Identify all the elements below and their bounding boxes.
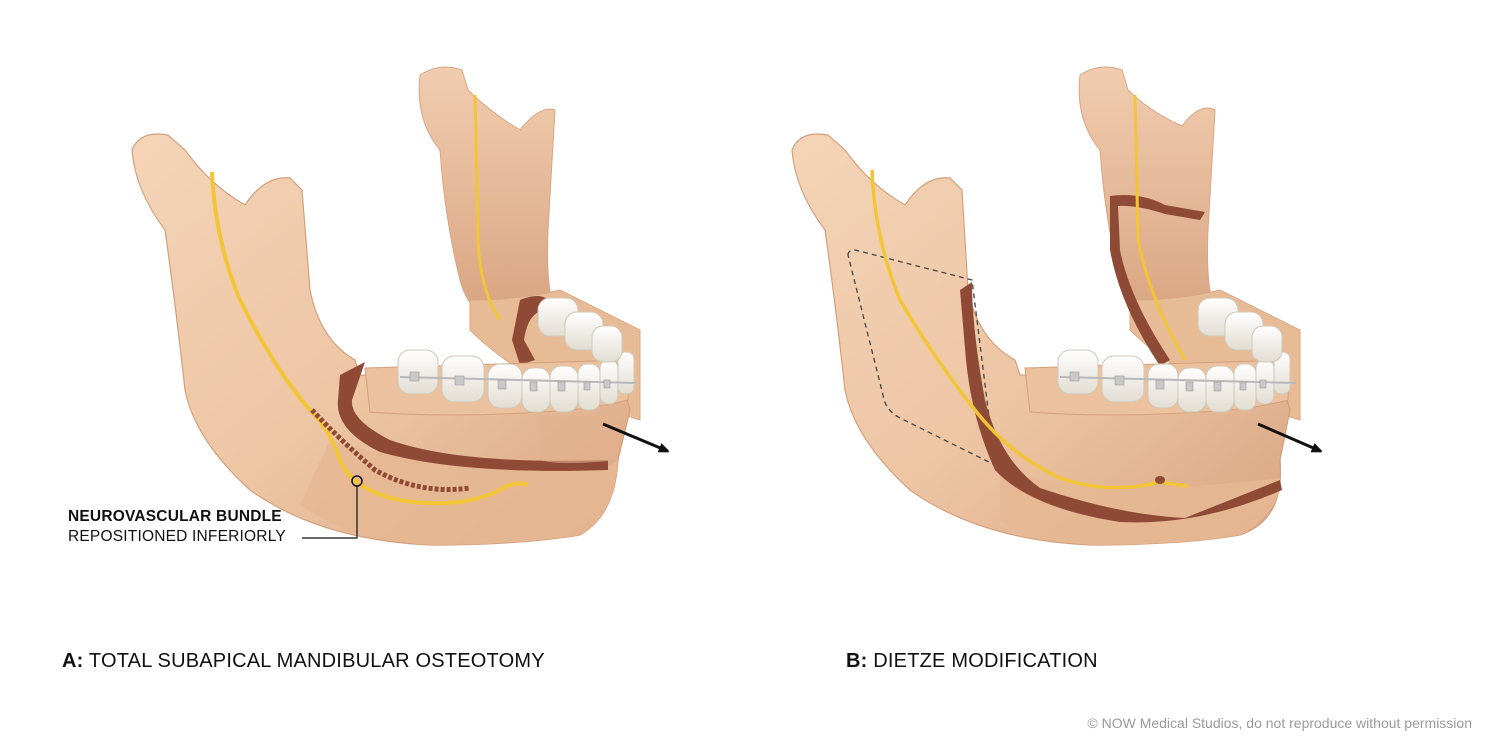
callout-subtitle: REPOSITIONED INFERIORLY [68,528,286,545]
caption-panel-a: A: TOTAL SUBAPICAL MANDIBULAR OSTEOTOMY [62,650,545,673]
panel-a-far-cut [512,296,548,365]
panel-b-mandible [791,66,1318,546]
panel-a-canal-dotted [310,408,471,492]
panel-a-mandible [131,66,665,546]
copyright-notice: © NOW Medical Studios, do not reproduce … [1087,715,1472,731]
callout-leader-line [302,486,358,539]
panel-a-far-nerve [473,94,502,321]
caption-panel-b: B: DIETZE MODIFICATION [846,650,1098,673]
panel-a-teeth [364,297,637,416]
panel-b-nerve [870,169,1189,490]
panel-b-mental-foramen [1155,476,1165,484]
caption-panel-a-text: TOTAL SUBAPICAL MANDIBULAR OSTEOTOMY [88,650,545,672]
panel-b-teeth [1024,297,1297,416]
panel-b-near-mandible [791,133,1291,546]
panel-b-far-cut [1110,195,1205,366]
panel-b-far-nerve [1133,94,1187,361]
caption-panel-a-letter: A: [62,650,84,672]
panel-b-lower-segment [1000,470,1280,545]
panel-b-advancement-arrow-icon [1257,422,1318,450]
panel-b-osteotomy-cut [960,282,1282,523]
panel-a-advancement-arrow-icon [602,422,665,450]
caption-panel-b-letter: B: [846,650,868,672]
panel-a-nerve [210,171,529,506]
callout-title: NEUROVASCULAR BUNDLE [68,508,282,525]
caption-panel-b-text: DIETZE MODIFICATION [873,650,1098,672]
